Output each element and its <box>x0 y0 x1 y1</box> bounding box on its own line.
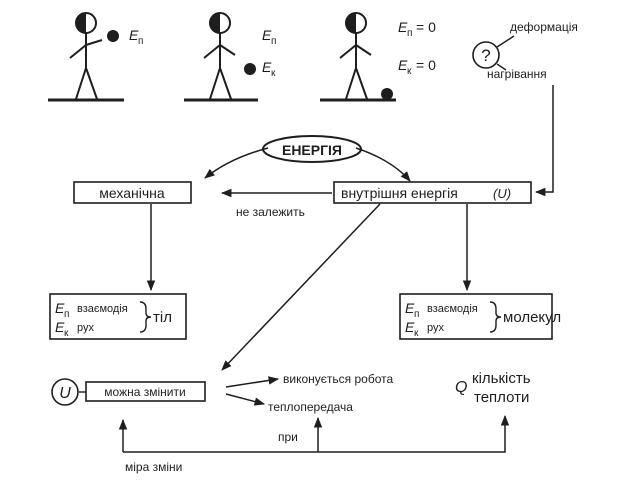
ball-on-ground <box>381 88 393 100</box>
ball-raised <box>107 30 119 42</box>
internal-energy-label: внутрішня енергія <box>341 185 458 201</box>
fig3-ek-subscript: к <box>407 66 412 77</box>
molecules-ep-symbol: E <box>405 300 415 316</box>
energy-label: ЕНЕРГІЯ <box>282 142 342 158</box>
fig1-ep-symbol: E <box>129 27 139 43</box>
stick-figure-1 <box>48 12 124 102</box>
bodies-label: тіл <box>153 309 172 326</box>
arrow-energy-to-internal <box>355 147 411 182</box>
bodies-interaction-label: взаємодія <box>77 303 128 315</box>
arrow-to-transfer <box>225 393 266 406</box>
stick-figure-3 <box>320 12 396 102</box>
fig3-ek-value: = 0 <box>416 57 436 73</box>
molecules-motion-label: рух <box>427 322 444 334</box>
change-symbol-circle <box>51 378 79 406</box>
bodies-box <box>49 293 187 340</box>
molecules-brace <box>489 301 502 333</box>
stick-figure-2 <box>184 12 258 102</box>
fig3-ep-value: = 0 <box>416 19 436 35</box>
molecules-ek-subscript: к <box>414 328 419 339</box>
internal-energy-symbol: (U) <box>493 186 511 201</box>
fig3-ep-subscript: п <box>407 28 412 39</box>
bodies-brace <box>139 301 152 333</box>
bodies-ep-symbol: E <box>55 300 65 316</box>
question-branch-bottom <box>496 63 507 71</box>
arrow-energy-to-mechanical <box>204 147 269 179</box>
molecules-ep-subscript: п <box>414 309 419 320</box>
mechanical-box <box>73 181 192 204</box>
arrow-internal-to-change <box>221 203 381 371</box>
measure-label: міра зміни <box>125 460 182 474</box>
fig3-ek-symbol: E <box>398 57 408 73</box>
deformation-label: деформація <box>510 20 578 34</box>
arrow-up-to-heat <box>123 414 510 453</box>
molecules-box <box>399 293 553 340</box>
fig2-ek-symbol: E <box>262 59 272 75</box>
bodies-ek-symbol: E <box>55 319 65 335</box>
fig1-ep-subscript: п <box>138 36 143 47</box>
work-label: виконується робота <box>283 372 393 386</box>
heating-label: нагрівання <box>487 67 547 81</box>
molecules-label: молекул <box>503 309 561 326</box>
bodies-motion-label: рух <box>77 322 94 334</box>
molecules-ek-symbol: E <box>405 319 415 335</box>
question-mark: ? <box>481 46 490 65</box>
bodies-ep-subscript: п <box>64 309 69 320</box>
internal-energy-box <box>333 181 532 204</box>
when-label: при <box>278 430 298 444</box>
fig2-ek-subscript: к <box>271 68 276 79</box>
heat-line1: кількість <box>472 370 531 387</box>
fig2-ep-subscript: п <box>271 36 276 47</box>
arrow-question-to-internal <box>534 85 554 197</box>
molecules-interaction-label: взаємодія <box>427 303 478 315</box>
mechanical-label: механічна <box>99 185 165 201</box>
heat-symbol: Q <box>455 379 467 396</box>
change-box <box>85 381 206 402</box>
heat-line2: теплоти <box>474 389 529 406</box>
fig2-ep-symbol: E <box>262 27 272 43</box>
question-branch-top <box>496 35 515 48</box>
transfer-label: теплопередача <box>268 400 353 414</box>
independent-label: не залежить <box>236 205 305 219</box>
ball-falling <box>244 63 256 75</box>
change-label: можна змінити <box>104 385 185 399</box>
change-symbol: U <box>59 385 71 402</box>
arrow-to-work <box>225 376 280 388</box>
fig3-ep-symbol: E <box>398 19 408 35</box>
bodies-ek-subscript: к <box>64 328 69 339</box>
question-circle <box>472 41 500 69</box>
